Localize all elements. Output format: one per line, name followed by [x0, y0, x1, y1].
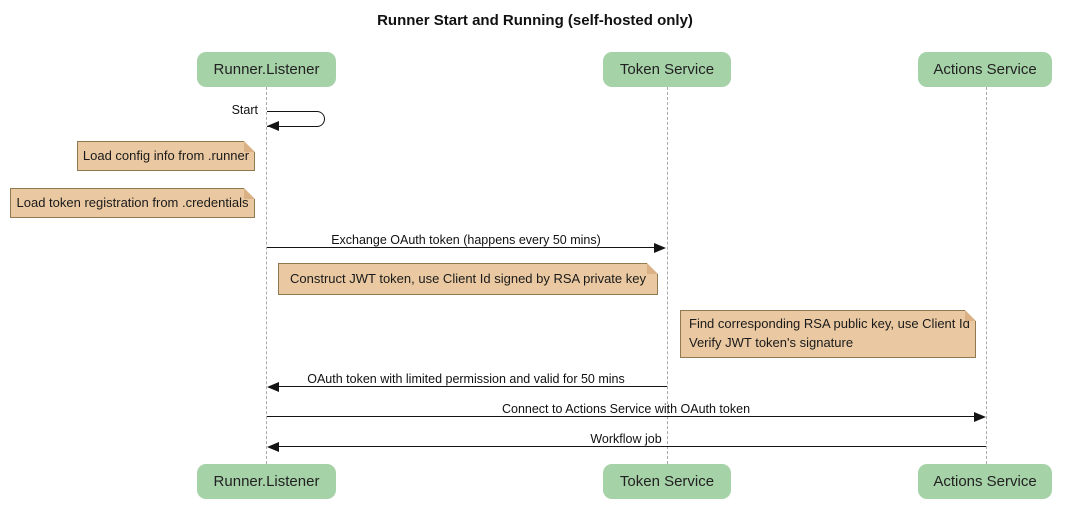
participant-label: Token Service	[619, 61, 715, 78]
note-text: Load config info from .runner	[82, 147, 250, 163]
note-fold-icon	[244, 141, 255, 152]
participant-label: Token Service	[619, 473, 715, 490]
message-label-oauth-token: OAuth token with limited permission and …	[307, 372, 625, 386]
message-label-workflow-job: Workflow job	[590, 432, 662, 446]
note-load-config: Load config info from .runner	[77, 141, 255, 171]
message-line	[267, 247, 654, 248]
note-fold-icon	[965, 310, 976, 321]
lifeline-actions-service	[986, 87, 987, 464]
lifeline-token-service	[667, 87, 668, 464]
participant-runner-listener-top: Runner.Listener	[197, 52, 336, 87]
arrowhead-left-icon	[267, 382, 279, 392]
message-line	[279, 386, 667, 387]
message-line	[267, 416, 974, 417]
message-label-connect-actions: Connect to Actions Service with OAuth to…	[501, 402, 751, 416]
participant-runner-listener-bottom: Runner.Listener	[197, 464, 336, 499]
message-label-exchange-oauth: Exchange OAuth token (happens every 50 m…	[331, 233, 601, 247]
note-text-line1: Find corresponding RSA public key, use C…	[689, 316, 970, 332]
arrowhead-left-icon	[267, 442, 279, 452]
message-label-start: Start	[231, 103, 258, 117]
self-message-loop	[267, 111, 325, 127]
note-fold-icon	[244, 188, 255, 199]
note-construct-jwt: Construct JWT token, use Client Id signe…	[278, 263, 658, 295]
message-line	[279, 446, 986, 447]
note-verify-jwt: Find corresponding RSA public key, use C…	[680, 310, 976, 358]
participant-actions-service-top: Actions Service	[918, 52, 1052, 87]
participant-actions-service-bottom: Actions Service	[918, 464, 1052, 499]
note-text: Load token registration from .credential…	[16, 194, 249, 210]
participant-token-service-bottom: Token Service	[603, 464, 731, 499]
arrowhead-right-icon	[974, 412, 986, 422]
note-text: Construct JWT token, use Client Id signe…	[290, 270, 646, 286]
note-text-line2: Verify JWT token's signature	[689, 335, 854, 350]
participant-label: Runner.Listener	[213, 473, 320, 490]
note-load-token-registration: Load token registration from .credential…	[10, 188, 255, 218]
arrowhead-right-icon	[654, 243, 666, 253]
participant-label: Actions Service	[933, 61, 1037, 78]
participant-token-service-top: Token Service	[603, 52, 731, 87]
lifeline-runner-listener	[266, 87, 267, 464]
participant-label: Actions Service	[933, 473, 1037, 490]
note-fold-icon	[647, 263, 658, 274]
participant-label: Runner.Listener	[213, 61, 320, 78]
diagram-title: Runner Start and Running (self-hosted on…	[377, 12, 693, 29]
arrowhead-left-icon	[267, 121, 279, 131]
